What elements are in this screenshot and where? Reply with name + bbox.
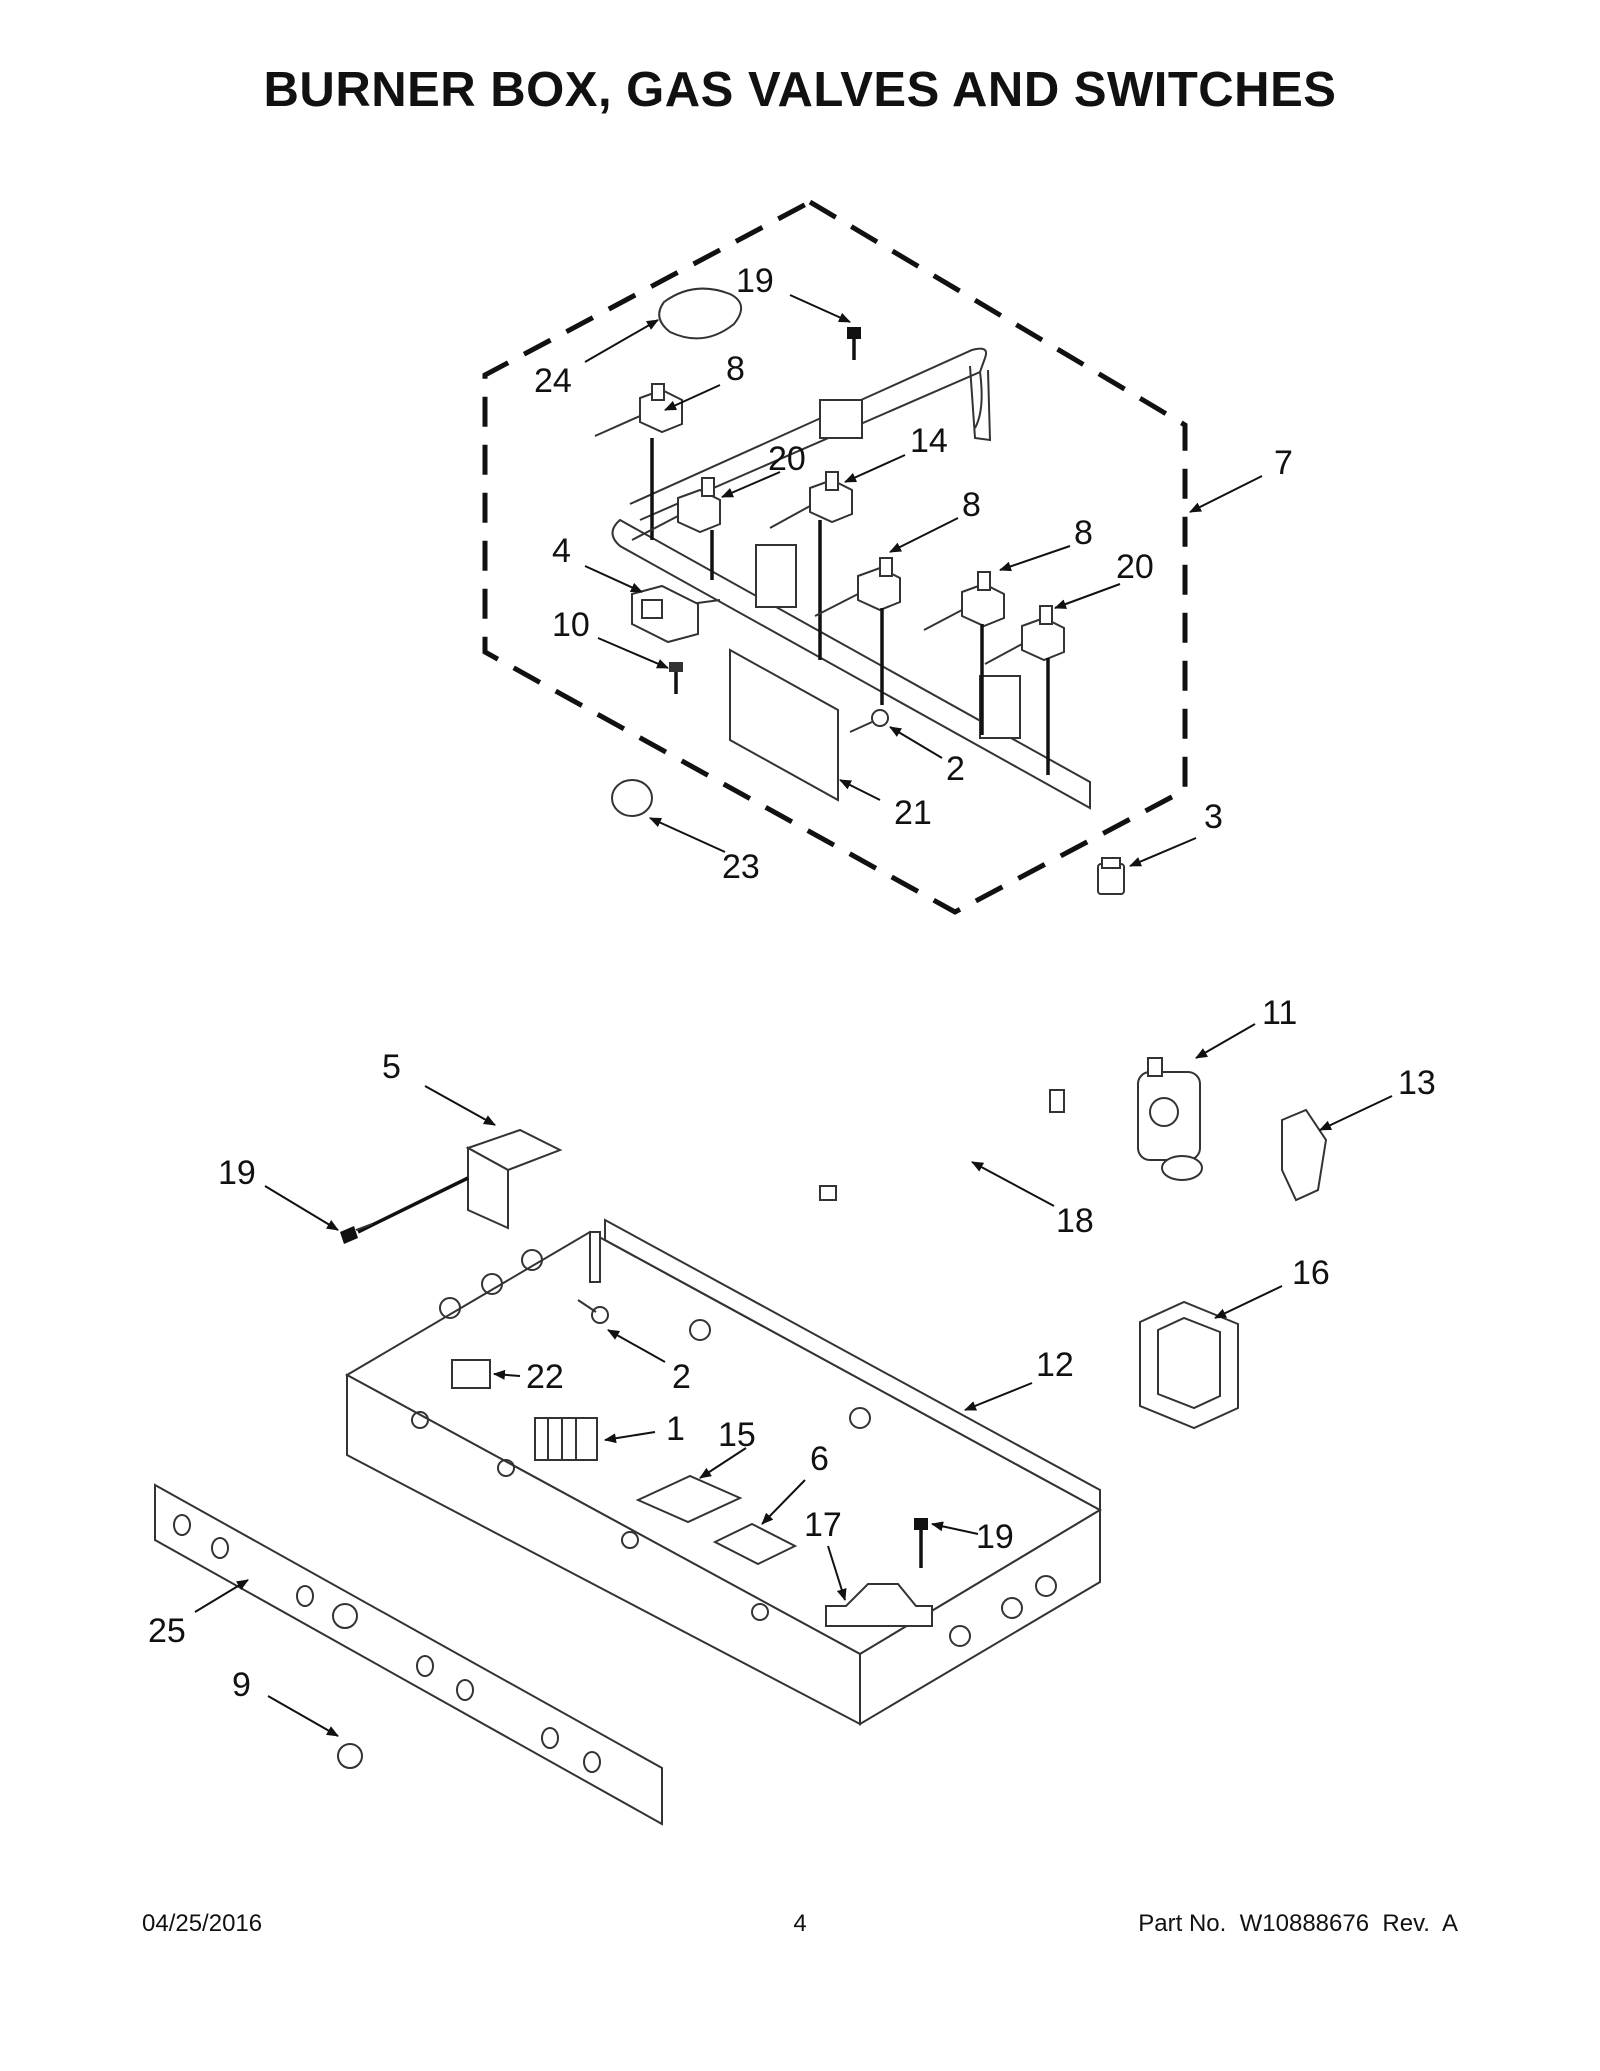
switch-bracket-4 bbox=[631, 584, 699, 644]
cover-plate-21 bbox=[729, 648, 839, 802]
callout-21: 21 bbox=[894, 794, 932, 832]
callout-5: 5 bbox=[382, 1048, 401, 1086]
callout-16: 16 bbox=[1292, 1254, 1330, 1292]
callout-14: 14 bbox=[910, 422, 948, 460]
screw-19-right bbox=[914, 1518, 928, 1568]
screw-2-upper bbox=[849, 709, 889, 733]
gasket-24 bbox=[658, 287, 742, 340]
footer-page-number: 4 bbox=[793, 1910, 807, 1937]
screw-2-lower bbox=[577, 1299, 609, 1324]
callout-17: 17 bbox=[804, 1506, 842, 1544]
callout-11: 11 bbox=[1262, 994, 1297, 1032]
callout-18: 18 bbox=[1056, 1202, 1094, 1240]
plate-6 bbox=[712, 1522, 798, 1566]
orifice-disc-23 bbox=[611, 779, 653, 817]
callout-10: 10 bbox=[552, 606, 590, 644]
callout-8-middle: 8 bbox=[962, 486, 981, 524]
gas-valve-20-left bbox=[631, 477, 721, 580]
callout-19-top: 19 bbox=[736, 262, 774, 300]
bracket-17 bbox=[825, 1583, 933, 1627]
callout-7: 7 bbox=[1274, 444, 1293, 482]
fitting-3 bbox=[1097, 857, 1125, 895]
callout-15: 15 bbox=[718, 1416, 756, 1454]
callout-19-right: 19 bbox=[976, 1518, 1014, 1556]
gas-tube-18 bbox=[819, 1089, 1065, 1201]
burner-box-assembly-group bbox=[154, 1057, 1328, 1826]
footer-date: 04/25/2016 bbox=[142, 1910, 263, 1937]
callout-24: 24 bbox=[534, 362, 572, 400]
switch-22 bbox=[451, 1359, 491, 1389]
callout-20-right: 20 bbox=[1116, 548, 1154, 586]
callout-25: 25 bbox=[148, 1612, 186, 1650]
footer-part-number: Part No. W10888676 Rev. A bbox=[1138, 1910, 1458, 1937]
bracket-13 bbox=[1281, 1108, 1328, 1202]
callout-13: 13 bbox=[1398, 1064, 1436, 1102]
callout-1: 1 bbox=[666, 1410, 685, 1448]
gas-manifold-pipe bbox=[611, 347, 1091, 810]
valve-bracket-right bbox=[979, 675, 1021, 739]
burner-box-12 bbox=[344, 1218, 1103, 1726]
callout-9: 9 bbox=[232, 1666, 251, 1704]
valve-bracket-left bbox=[755, 544, 797, 608]
manifold-bracket bbox=[819, 399, 863, 439]
spark-module-11 bbox=[1137, 1057, 1203, 1181]
callout-6: 6 bbox=[810, 1440, 829, 1478]
callout-4: 4 bbox=[552, 532, 571, 570]
assembly-boundary-dashed bbox=[482, 199, 1188, 915]
gas-valve-14 bbox=[769, 471, 853, 660]
callout-2-upper: 2 bbox=[946, 750, 965, 788]
insulator-15 bbox=[635, 1474, 743, 1524]
leader-lines bbox=[194, 294, 1393, 1737]
gas-valve-20-right bbox=[984, 605, 1065, 775]
screw-19-left bbox=[340, 1223, 373, 1244]
page-title: BURNER BOX, GAS VALVES AND SWITCHES bbox=[263, 63, 1337, 117]
screw-19-top bbox=[847, 327, 861, 360]
bracket-5 bbox=[357, 1128, 563, 1234]
screw-10 bbox=[669, 662, 683, 694]
manifold-assembly-group bbox=[482, 199, 1188, 915]
gas-valve-8-top bbox=[594, 383, 683, 540]
callout-labels: 19 24 8 14 20 7 8 8 20 4 10 2 21 3 23 11… bbox=[148, 262, 1436, 1704]
gas-valve-8-middle bbox=[814, 557, 901, 705]
callout-2-lower: 2 bbox=[672, 1358, 691, 1396]
callout-12: 12 bbox=[1036, 1346, 1074, 1384]
callout-22: 22 bbox=[526, 1358, 564, 1396]
terminal-block-1 bbox=[534, 1417, 598, 1461]
callout-8-right: 8 bbox=[1074, 514, 1093, 552]
knob-insert-9 bbox=[337, 1743, 363, 1769]
callout-8-top: 8 bbox=[726, 350, 745, 388]
gas-valve-8-right bbox=[923, 571, 1005, 735]
callout-23: 23 bbox=[722, 848, 760, 886]
callout-3: 3 bbox=[1204, 798, 1223, 836]
callout-19-left: 19 bbox=[218, 1154, 256, 1192]
control-panel-strip-25 bbox=[154, 1483, 663, 1826]
junction-box-16 bbox=[1139, 1300, 1239, 1430]
callout-20-left: 20 bbox=[768, 440, 806, 478]
